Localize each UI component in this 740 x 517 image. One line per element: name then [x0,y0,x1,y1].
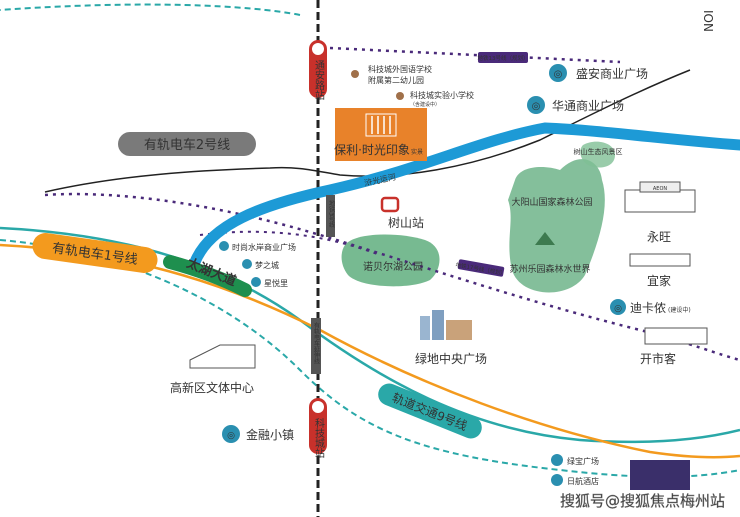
svg-text:高新区文体中心: 高新区文体中心 [170,380,254,395]
teal-dashed-line [0,239,740,478]
decathlon-poi: ◎ 迪卡侬 (建设中) [610,299,691,315]
svg-text:日航酒店: 日航酒店 [567,476,599,486]
svg-text:◎: ◎ [532,101,541,112]
rihang-hotel-poi: 日航酒店 [551,474,599,486]
costco-building: 开市客 [640,327,708,366]
kejicheng-station: 科技城站 [309,398,327,459]
experimental-school-poi: 科技城实验小学校 （含建设中） [396,90,474,108]
svg-text:地铁3号线: 地铁3号线 [328,199,335,228]
svg-text:迪卡侬: 迪卡侬 [630,301,666,315]
finance-town-poi: ◎ 金融小镇 [222,425,294,443]
canal-line [189,122,740,268]
svg-text:（含建设中）: （含建设中） [410,101,440,108]
xingyueli-poi: 星悦里 [251,277,288,288]
svg-text:树山生态风景区: 树山生态风景区 [574,147,623,156]
svg-text:◎: ◎ [614,304,622,314]
greenland-plaza-building: 绿地中央广场 [415,310,487,366]
taihu-road [163,255,252,297]
line-13-tag: 地铁13号线（规划） [478,52,529,63]
bottom-right-building [630,460,690,490]
tram-2-label: 有轨电车2号线 [118,132,256,156]
huatong-plaza-poi: ◎ 华通商业广场 [527,96,624,114]
svg-text:盛安商业广场: 盛安商业广场 [576,66,648,81]
svg-text:星悦里: 星悦里 [264,278,288,288]
svg-text:通安路站: 通安路站 [313,60,325,101]
svg-text:地铁13号线（规划）: 地铁13号线（规划） [478,54,529,62]
svg-text:苏州乐园森林水世界: 苏州乐园森林水世界 [509,263,590,275]
svg-text:绿地中央广场: 绿地中央广场 [415,351,487,366]
tongan-station: 通安路站 [309,40,327,101]
corner-letters: ION [701,10,715,32]
svg-text:◎: ◎ [554,69,563,80]
svg-text:永旺: 永旺 [647,230,671,244]
svg-text:科技城实验小学校: 科技城实验小学校 [410,90,474,100]
purple-dotted-line-2 [329,46,621,64]
svg-text:实景: 实景 [411,148,423,156]
shushan-scenic-blob [580,141,615,168]
svg-text:树山站: 树山站 [388,215,424,230]
taiyang-mountain-park [508,159,605,293]
vertical-tag-1: 地铁3号线 [326,195,335,237]
svg-text:(建设中): (建设中) [668,306,691,314]
svg-text:◎: ◎ [227,431,235,441]
vertical-tag-2: 有轨电车延伸线 [311,318,321,374]
svg-text:金融小镇: 金融小镇 [246,427,294,442]
ikea-building: 宜家 [629,253,691,288]
line-17-tag: 地铁17号线（规划） [455,259,507,277]
svg-text:华通商业广场: 华通商业广场 [552,98,624,113]
svg-text:绿宝广场: 绿宝广场 [567,456,599,466]
svg-text:大阳山国家森林公园: 大阳山国家森林公园 [511,196,592,208]
waterfront-plaza-poi: 时尚水岸商业广场 [219,241,296,252]
svg-text:附属第二幼儿园: 附属第二幼儿园 [368,75,424,85]
svg-text:开市客: 开市客 [640,351,676,366]
shengan-plaza-poi: ◎ 盛安商业广场 [549,64,648,82]
taiyang-park-poi: 大阳山国家森林公园 苏州乐园森林水世界 [509,196,592,275]
svg-text:AEON: AEON [653,186,668,192]
shushan-scenic-poi: 树山生态风景区 [574,147,623,156]
mengzhicheng-poi: 梦之城 [242,259,279,270]
watermark: 搜狐号@搜狐焦点梅州站 [560,492,725,510]
metro-outline-top [0,3,301,16]
svg-text:有轨电车延伸线: 有轨电车延伸线 [313,321,320,364]
shushan-station: 树山站 [380,196,424,230]
svg-text:时尚水岸商业广场: 时尚水岸商业广场 [232,242,296,252]
nobel-park-blob [341,234,440,287]
aeon-building: AEON 永旺 [624,181,696,244]
project-logo: 保利·时光印象 实景 [334,108,427,161]
svg-text:有轨电车2号线: 有轨电车2号线 [144,137,230,153]
culture-center-building: 高新区文体中心 [170,344,256,395]
foreign-school-poi: 科技城外国语学校 附属第二幼儿园 [351,64,432,85]
svg-text:科技城外国语学校: 科技城外国语学校 [368,64,432,74]
lvbao-plaza-poi: 绿宝广场 [551,454,599,466]
svg-text:诺贝尔湖公园: 诺贝尔湖公园 [363,260,423,273]
purple-dotted-line-3 [199,230,381,256]
svg-text:科技城站: 科技城站 [313,417,325,459]
svg-text:保利·时光印象: 保利·时光印象 [334,143,410,157]
tram-1-line [0,243,740,459]
tram-2-line [44,69,691,193]
svg-text:梦之城: 梦之城 [255,260,279,270]
svg-text:宜家: 宜家 [647,273,671,288]
nobel-park-poi: 诺贝尔湖公园 [363,260,423,273]
metro-9-line [0,226,740,444]
